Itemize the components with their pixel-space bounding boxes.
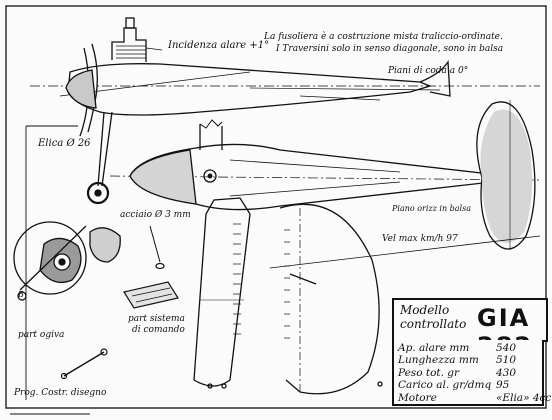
note-control-detail-1: part sistema — [128, 314, 185, 324]
spec-value: «Elia» 4cc — [496, 391, 552, 404]
spec-row: Motore «Elia» 4cc — [398, 391, 552, 404]
wing-view — [193, 197, 541, 395]
spec-label: Carico al. gr/dmq — [398, 379, 492, 392]
drawing-frame — [5, 5, 547, 409]
note-construction-2: I Traversini solo in senso diagonale, so… — [276, 44, 504, 54]
spec-row: Peso tot. gr 430 — [398, 367, 538, 379]
title-label-line1: Modello — [400, 303, 450, 317]
note-wire: acciaio Ø 3 mm — [120, 210, 191, 220]
spec-value: 510 — [496, 354, 517, 367]
spec-value: 430 — [496, 366, 517, 379]
note-spinner-detail: part ogiva — [18, 330, 65, 340]
note-control-detail-2: di comando — [132, 325, 185, 335]
note-propeller: Elica Ø 26 — [38, 138, 91, 149]
note-signature-label: Prog. Costr. disegno — [14, 388, 107, 398]
spinner-detail — [13, 221, 121, 301]
spec-label: Ap. alare mm — [398, 342, 470, 354]
note-incidence: Incidenza alare +1° — [168, 40, 270, 51]
spec-row: Carico al. gr/dmq 95 — [398, 379, 538, 391]
spec-label: Peso tot. gr — [398, 366, 460, 379]
note-tail-planes: Piani di coda a 0° — [388, 66, 469, 76]
side-view — [25, 17, 540, 400]
note-balsa-plane: Piano orizz in balsa — [392, 204, 471, 213]
spec-row: Lunghezza mm 510 — [398, 354, 538, 366]
note-circle-label: B — [18, 290, 24, 299]
title-label: Modello controllato — [400, 303, 466, 331]
spec-row: Ap. alare mm 540 — [398, 342, 538, 354]
spec-table: Ap. alare mm 540 Lunghezza mm 510 Peso tot… — [392, 340, 552, 406]
spec-label: Lunghezza mm — [398, 354, 479, 367]
spec-value: 540 — [496, 342, 517, 354]
title-block: Modello controllato GIA 282 — [392, 298, 548, 360]
spec-value: 95 — [496, 379, 510, 392]
plan-view — [109, 100, 541, 250]
spec-label: Motore — [398, 391, 437, 404]
note-vmax: Vel max km/h 97 — [382, 234, 458, 244]
title-label-line2: controllato — [400, 317, 467, 331]
control-detail — [60, 225, 179, 380]
note-construction-1: La fusoliera è a costruzione mista trali… — [264, 32, 503, 42]
